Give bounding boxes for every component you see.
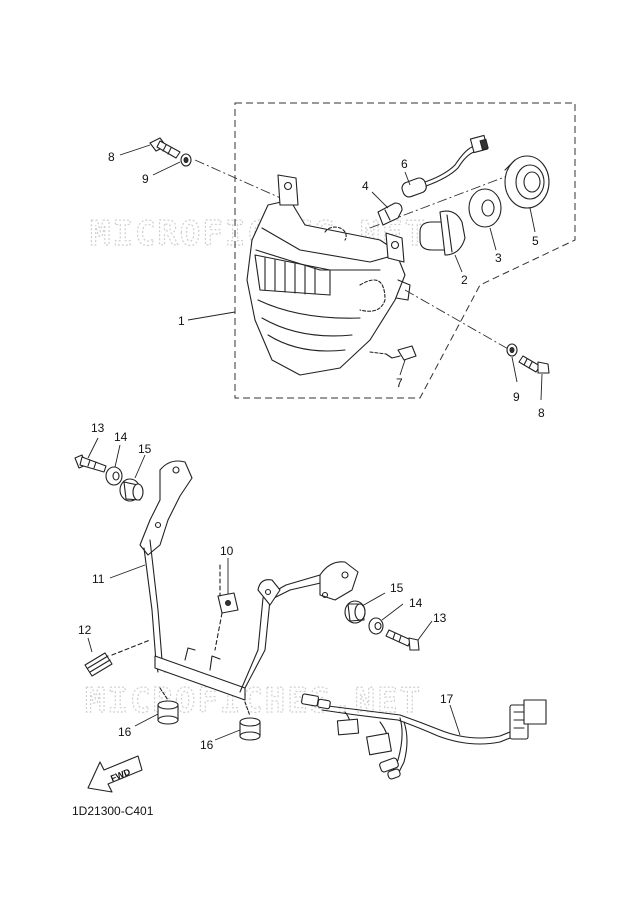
callout-15-right: 15 [390, 581, 404, 595]
grommet-right[interactable] [344, 600, 366, 624]
callout-7: 7 [396, 376, 403, 390]
retainer-clip[interactable] [369, 345, 417, 361]
headlight-group-boundary [234, 102, 576, 399]
socket-cord[interactable] [400, 134, 489, 198]
headlight-bulb[interactable] [419, 210, 466, 256]
callout-9-right: 9 [513, 390, 520, 404]
bolt-right-lower[interactable] [385, 629, 420, 651]
callout-5: 5 [532, 234, 539, 248]
leader-lines [87, 144, 543, 741]
watermark-bottom: MICROFICHES.NET [85, 681, 422, 721]
callout-8-top: 8 [108, 150, 115, 164]
wire-harness[interactable] [301, 693, 547, 780]
bolt-axis-right [404, 289, 511, 351]
callout-1: 1 [178, 314, 185, 328]
forward-direction-icon: FWD [87, 755, 143, 793]
callout-10: 10 [220, 544, 234, 558]
callout-14-top: 14 [114, 430, 128, 444]
bulb-cover[interactable] [504, 155, 550, 209]
bolt-axis-top [194, 159, 286, 201]
callout-16-left: 16 [118, 725, 132, 739]
callout-11: 11 [92, 572, 105, 586]
callout-16-right: 16 [200, 738, 214, 752]
callout-2: 2 [461, 273, 468, 287]
nut-clip[interactable] [214, 564, 239, 651]
washer-top[interactable] [180, 153, 192, 167]
callout-9-top: 9 [142, 172, 149, 186]
position-bulb[interactable] [377, 202, 403, 226]
callout-8-right: 8 [538, 406, 545, 420]
callout-13-top: 13 [91, 421, 105, 435]
callout-12: 12 [78, 623, 92, 637]
collar-upper-left[interactable] [105, 466, 123, 486]
bolt-top[interactable] [149, 137, 181, 159]
callout-13-right: 13 [433, 611, 447, 625]
callout-4: 4 [362, 179, 369, 193]
callout-15-top: 15 [138, 442, 152, 456]
damper-left[interactable] [157, 687, 179, 725]
spring[interactable] [84, 639, 151, 677]
bolt-upper-left[interactable] [74, 454, 107, 473]
headlight-assembly[interactable] [246, 174, 411, 376]
callout-3: 3 [495, 251, 502, 265]
washer-right[interactable] [506, 343, 518, 357]
callout-6: 6 [401, 157, 408, 171]
headlight-stay-bracket[interactable] [139, 460, 359, 701]
grommet-upper-left[interactable] [119, 478, 144, 502]
bolt-right[interactable] [518, 355, 550, 374]
damper-right[interactable] [239, 701, 261, 741]
callout-14-right: 14 [409, 596, 423, 610]
collar-right[interactable] [368, 617, 384, 635]
callout-17: 17 [440, 692, 454, 706]
diagram-code: 1D21300-C401 [72, 804, 154, 818]
bulb-washer[interactable] [468, 188, 502, 228]
